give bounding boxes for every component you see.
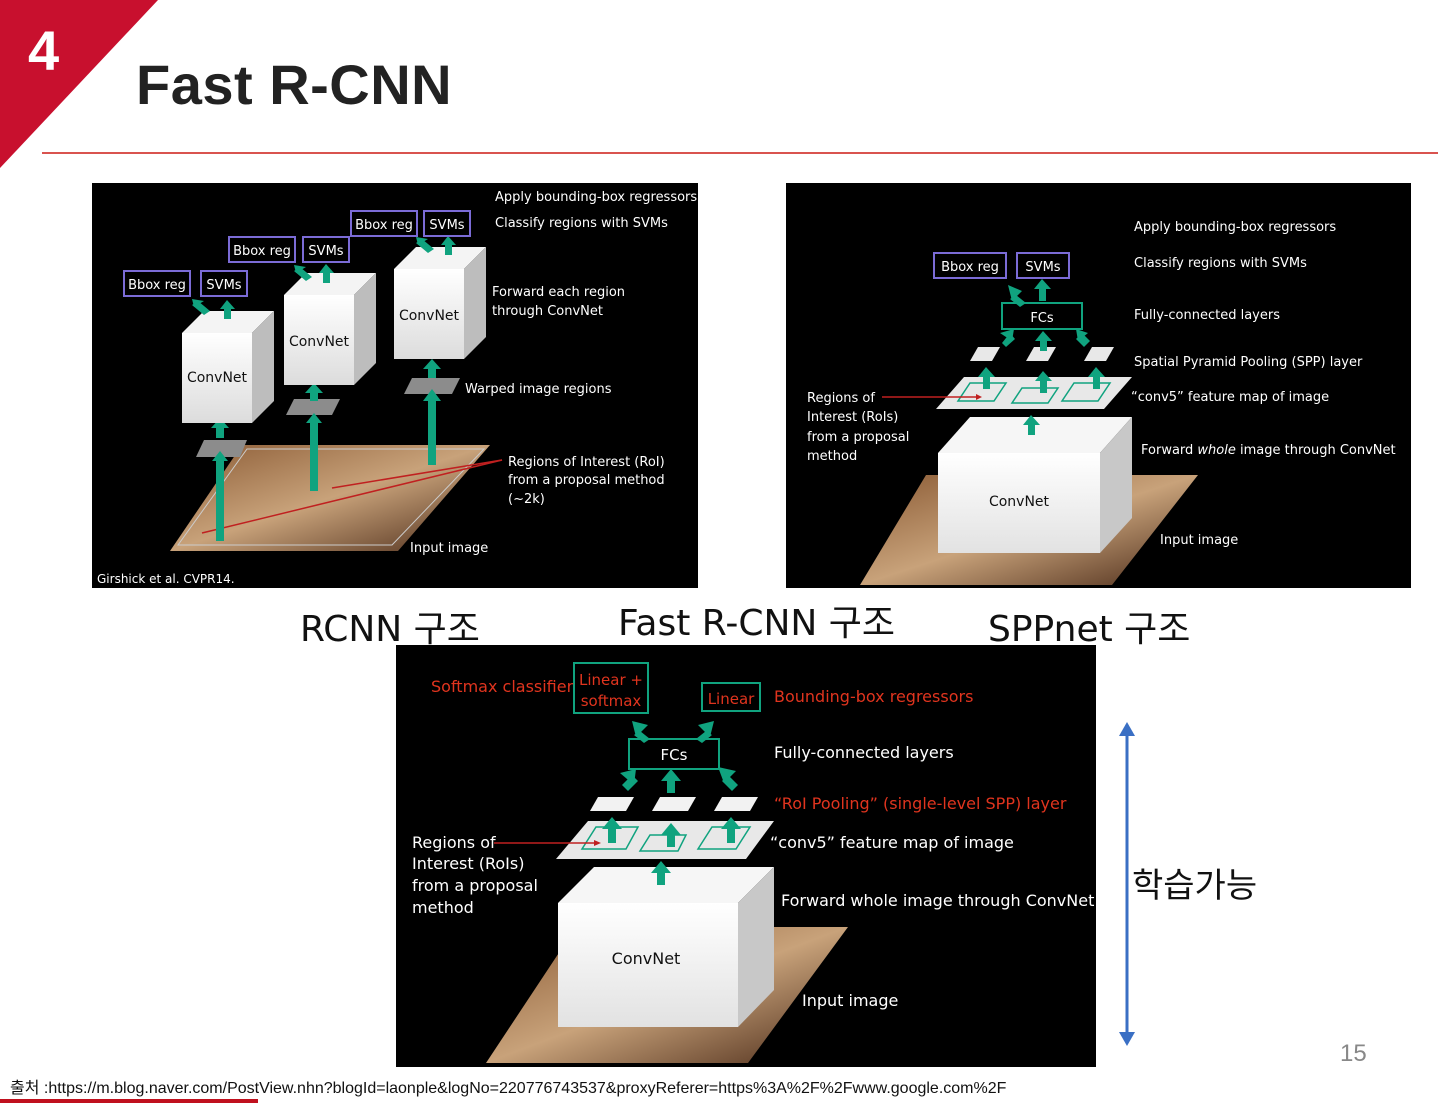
forward-whole-text: Forward whole image through ConvNet: [1141, 443, 1396, 458]
source-link[interactable]: 출처 :https://m.blog.naver.com/PostView.nh…: [10, 1080, 1007, 1097]
caption-fast-rcnn: Fast R-CNN 구조: [618, 603, 896, 644]
fast-rcnn-diagram: ConvNet FCs Linear + softmax Linear: [396, 645, 1096, 1067]
roi-text: (~2k): [508, 492, 545, 507]
conv5-text: “conv5” feature map of image: [1131, 390, 1329, 405]
fc-layers-text: Fully-connected layers: [1134, 308, 1280, 323]
trainable-label: 학습가능: [1132, 866, 1258, 906]
linear-softmax-label: Linear +: [579, 671, 643, 689]
roi-text: Interest (RoIs): [807, 410, 898, 425]
roi-text: Regions of: [412, 833, 496, 852]
apply-bbox-text: Apply bounding-box regressors: [495, 190, 697, 205]
linear-softmax-label: softmax: [581, 692, 642, 710]
convnet-label: ConvNet: [989, 494, 1050, 510]
roi-text: Interest (RoIs): [412, 854, 524, 873]
spp-layer-text: Spatial Pyramid Pooling (SPP) layer: [1134, 355, 1363, 370]
source-underline: [0, 1099, 258, 1103]
input-image-plane: [170, 445, 490, 551]
citation: Girshick et al. CVPR14.: [97, 572, 235, 586]
bbox-reg-label: Bbox reg: [128, 278, 186, 293]
rcnn-diagram: ConvNet ConvNet ConvNet Bbox reg SVMs Bb…: [92, 183, 698, 588]
fcs-label: FCs: [661, 746, 688, 764]
forward-whole-text: Forward whole image through ConvNet: [781, 891, 1094, 910]
sppnet-diagram: ConvNet FCs Bbox reg SVMs Apply bounding…: [786, 183, 1411, 588]
apply-bbox-text: Apply bounding-box regressors: [1134, 220, 1336, 235]
caption-rcnn: RCNN 구조: [300, 609, 480, 650]
slide-number-corner: [0, 0, 158, 168]
forward-each-text: Forward each region: [492, 285, 625, 300]
convnet-label: ConvNet: [187, 370, 248, 386]
svms-label: SVMs: [308, 244, 343, 259]
roi-text: from a proposal: [412, 876, 538, 895]
slide-number: 4: [28, 19, 60, 82]
linear-label: Linear: [708, 690, 755, 708]
roi-text: method: [807, 449, 857, 464]
classify-text: Classify regions with SVMs: [495, 216, 668, 231]
roi-pooling-text: “RoI Pooling” (single-level SPP) layer: [774, 794, 1067, 813]
svms-label: SVMs: [1025, 260, 1060, 275]
trainable-range-arrow: [1119, 722, 1135, 1046]
bbox-reg-label: Bbox reg: [355, 218, 413, 233]
fcs-label: FCs: [1030, 311, 1054, 326]
input-image-text: Input image: [1160, 533, 1238, 548]
caption-sppnet: SPPnet 구조: [988, 609, 1191, 650]
svms-label: SVMs: [206, 278, 241, 293]
warped-text: Warped image regions: [465, 382, 612, 397]
warped-region: [404, 378, 460, 394]
forward-each-text: through ConvNet: [492, 304, 603, 319]
bbox-reg-label: Bbox reg: [233, 244, 291, 259]
classify-text: Classify regions with SVMs: [1134, 256, 1307, 271]
roi-text: Regions of: [807, 391, 875, 406]
conv5-text: “conv5” feature map of image: [770, 833, 1014, 852]
convnet-label: ConvNet: [289, 334, 350, 350]
fc-layers-text: Fully-connected layers: [774, 743, 954, 762]
bbox-reg-label: Bbox reg: [941, 260, 999, 275]
convnet-label: ConvNet: [612, 949, 681, 968]
page-title: Fast R-CNN: [136, 53, 453, 116]
roi-text: from a proposal: [807, 430, 909, 445]
svms-label: SVMs: [429, 218, 464, 233]
softmax-classifier-text: Softmax classifier: [431, 677, 574, 696]
input-image-text: Input image: [802, 991, 898, 1010]
bbox-regressors-text: Bounding-box regressors: [774, 687, 973, 706]
convnet-label: ConvNet: [399, 308, 460, 324]
input-image-text: Input image: [410, 541, 488, 556]
roi-text: Regions of Interest (RoI): [508, 455, 665, 470]
warped-region: [196, 440, 247, 457]
roi-text: method: [412, 898, 474, 917]
roi-text: from a proposal method: [508, 473, 665, 488]
warped-region: [286, 399, 340, 415]
title-divider: [42, 152, 1438, 154]
page-number: 15: [1340, 1040, 1367, 1067]
